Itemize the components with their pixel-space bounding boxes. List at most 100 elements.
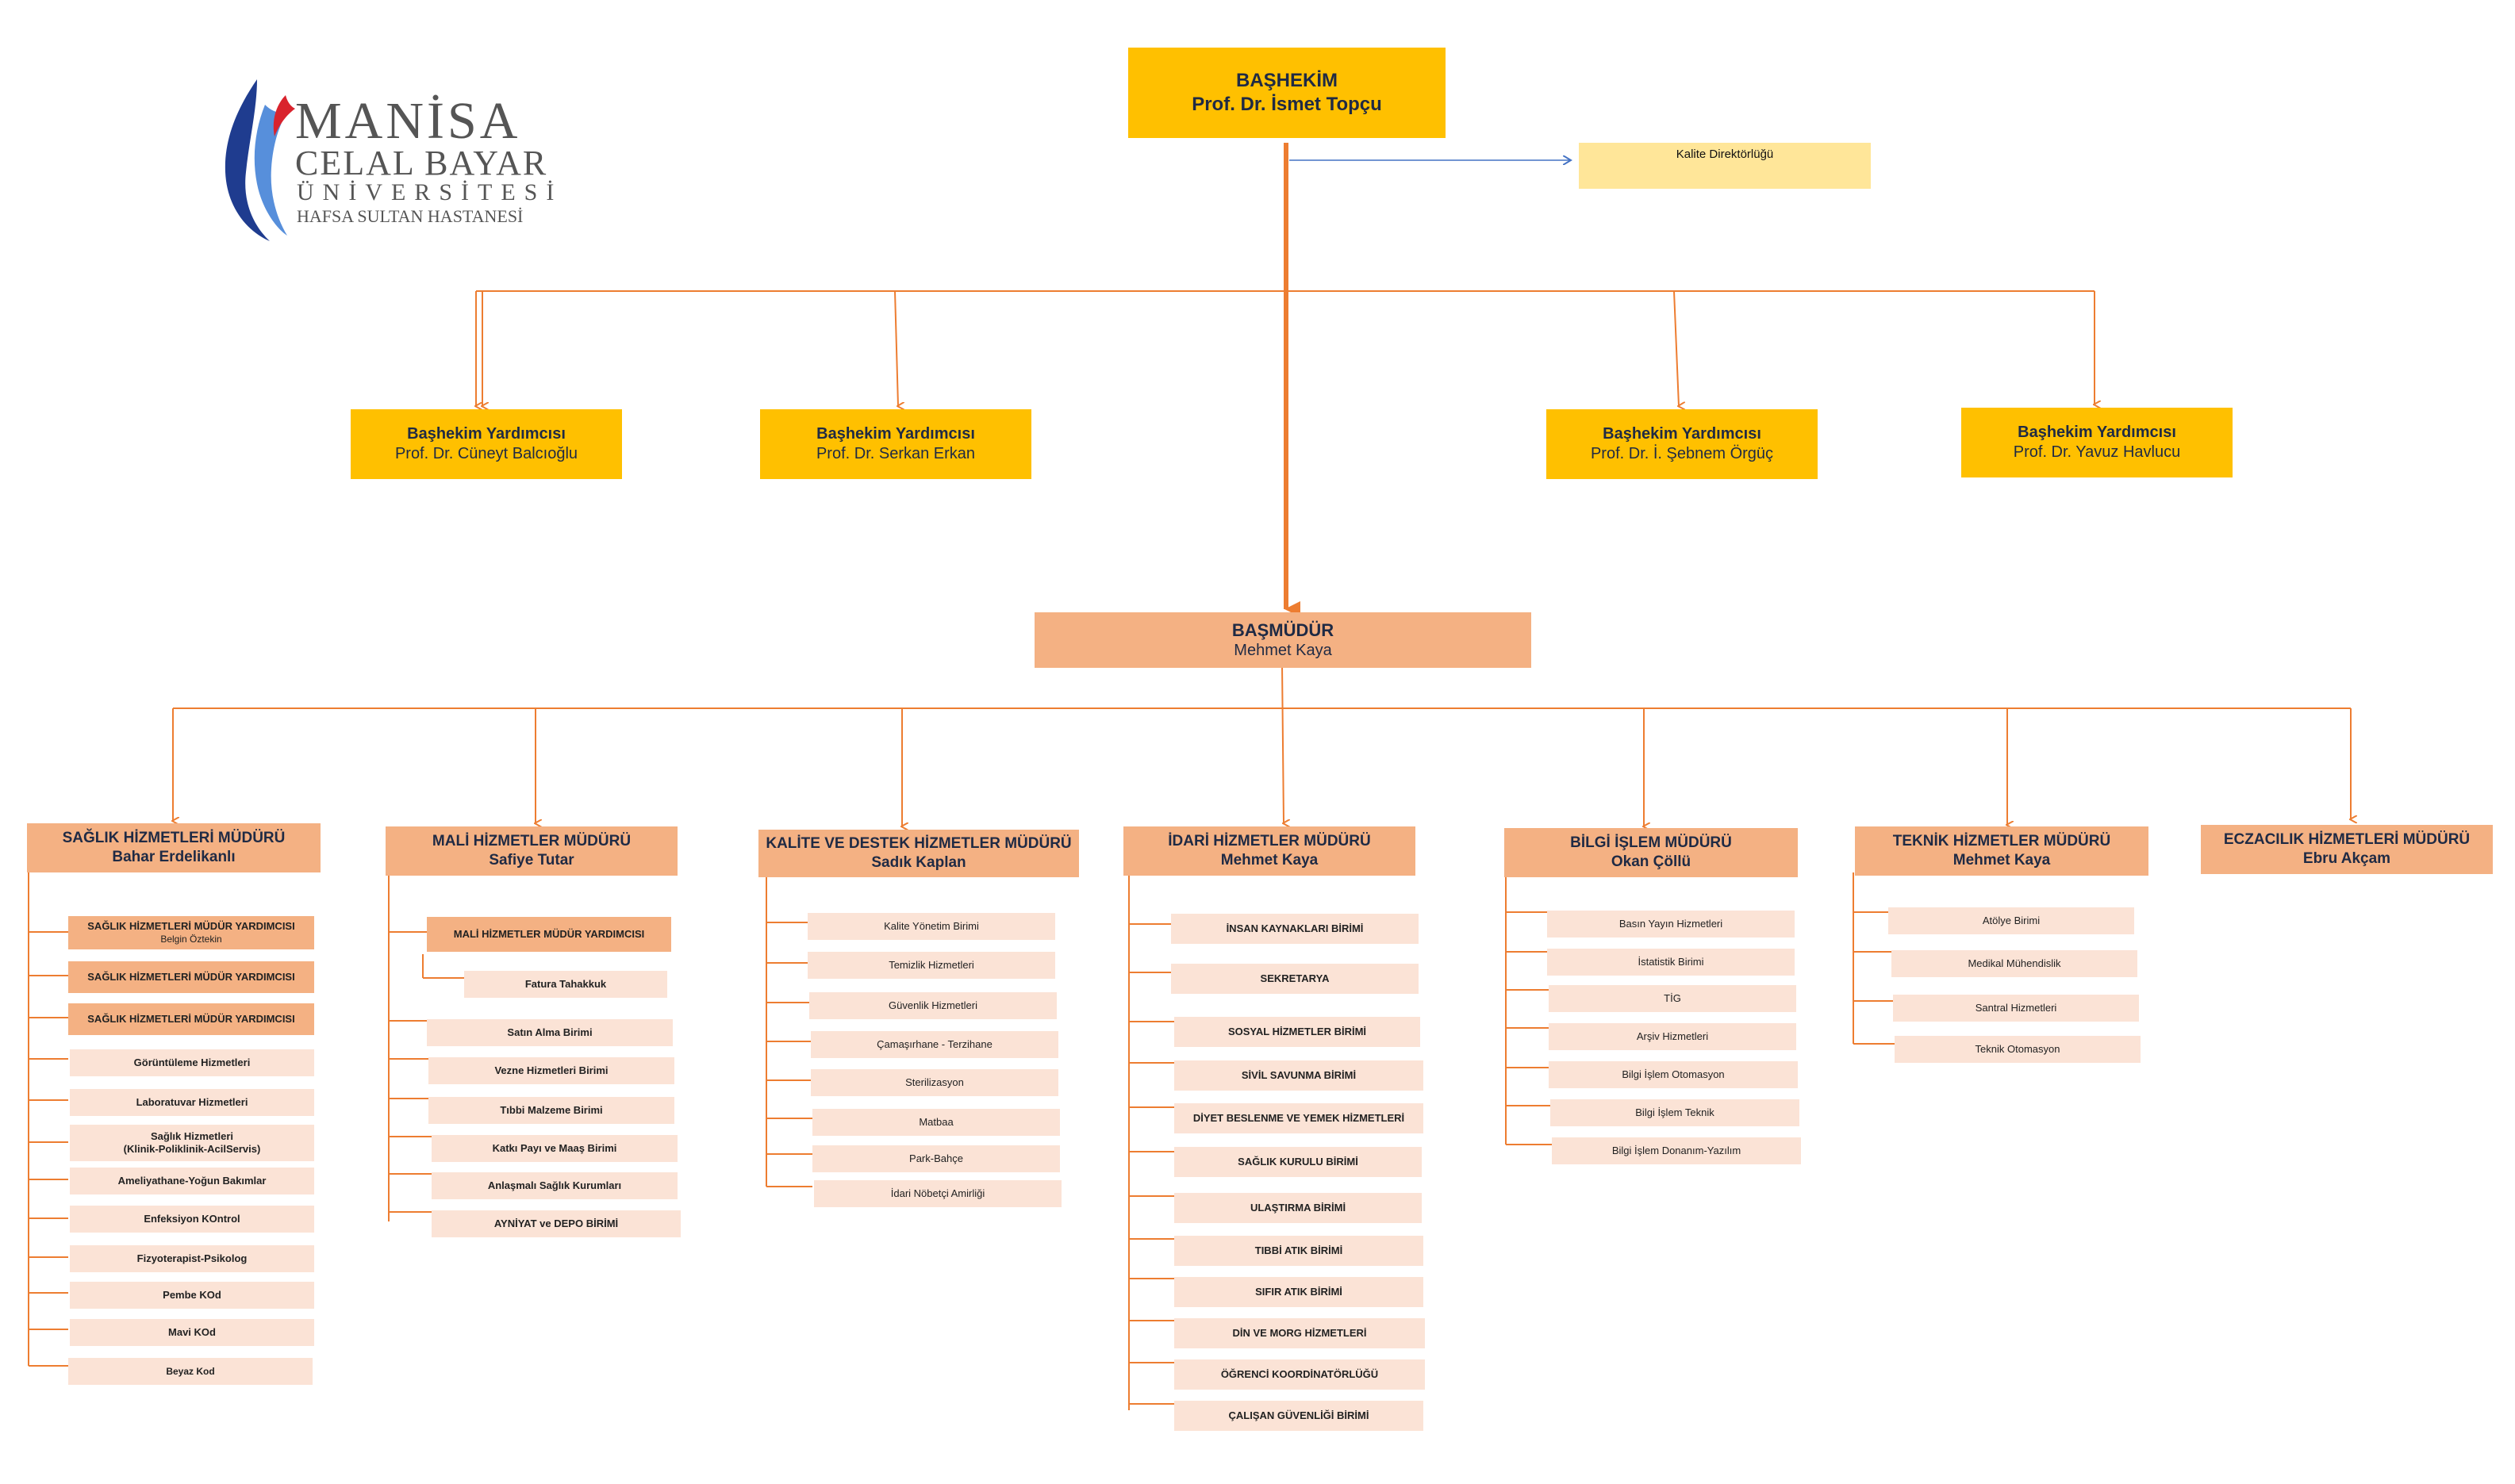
saglik-mudur-yardimcisi-2: SAĞLIK HİZMETLERİ MÜDÜR YARDIMCISI <box>68 961 314 993</box>
unit-label: Pembe KOd <box>163 1288 221 1301</box>
mudur-title: KALİTE VE DESTEK HİZMETLER MÜDÜRÜ <box>766 835 1072 853</box>
mudur-box-teknik: TEKNİK HİZMETLER MÜDÜRÜ Mehmet Kaya <box>1855 826 2148 876</box>
unit-box: Medikal Mühendislik <box>1891 950 2137 977</box>
basmudur-title: BAŞMÜDÜR <box>1231 619 1334 640</box>
unit-label: ULAŞTIRMA BİRİMİ <box>1250 1201 1346 1214</box>
unit-label: DİN VE MORG HİZMETLERİ <box>1232 1326 1367 1339</box>
unit-box: Güvenlik Hizmetleri <box>809 992 1057 1019</box>
unit-box: ÖĞRENCİ KOORDİNATÖRLÜĞÜ <box>1174 1359 1425 1390</box>
yardimci-label: SAĞLIK HİZMETLERİ MÜDÜR YARDIMCISI <box>87 1012 295 1025</box>
unit-label: Sterilizasyon <box>905 1076 964 1088</box>
mudur-name: Okan Çöllü <box>1611 853 1691 870</box>
unit-box: Mavi KOd <box>70 1319 314 1346</box>
mudur-name: Mehmet Kaya <box>1952 852 2051 869</box>
yardimci-box-1: Başhekim Yardımcısı Prof. Dr. Cüneyt Bal… <box>351 409 622 479</box>
unit-box: Anlaşmalı Sağlık Kurumları <box>432 1172 678 1199</box>
yardimci-name: Prof. Dr. İ. Şebnem Örgüç <box>1590 445 1774 462</box>
unit-label: İstatistik Birimi <box>1638 955 1704 968</box>
unit-label: ÇALIŞAN GÜVENLİĞİ BİRİMİ <box>1228 1409 1369 1421</box>
unit-box: Laboratuvar Hizmetleri <box>70 1089 314 1116</box>
bashekim-box: BAŞHEKİM Prof. Dr. İsmet Topçu <box>1128 48 1446 138</box>
mudur-box-eczacilik: ECZACILIK HİZMETLERİ MÜDÜRÜ Ebru Akçam <box>2201 825 2493 874</box>
unit-label: İdari Nöbetçi Amirliği <box>890 1187 985 1199</box>
mudur-box-mali: MALİ HİZMETLER MÜDÜRÜ Safiye Tutar <box>386 826 678 876</box>
unit-label: SEKRETARYA <box>1260 972 1330 984</box>
yardimci-title: Başhekim Yardımcısı <box>1603 425 1761 443</box>
unit-label: TİG <box>1664 991 1681 1004</box>
unit-box: SIFIR ATIK BİRİMİ <box>1174 1277 1423 1307</box>
mudur-title: TEKNİK HİZMETLER MÜDÜRÜ <box>1892 833 2111 850</box>
mudur-name: Ebru Akçam <box>2302 850 2391 867</box>
logo-line2: CELAL BAYAR <box>295 144 547 182</box>
unit-box: DİN VE MORG HİZMETLERİ <box>1174 1318 1425 1348</box>
unit-label: SİVİL SAVUNMA BİRİMİ <box>1241 1068 1357 1081</box>
unit-label: TIBBİ ATIK BİRİMİ <box>1254 1244 1343 1256</box>
unit-label: Bilgi İşlem Otomasyon <box>1622 1068 1725 1080</box>
unit-label: ÖĞRENCİ KOORDİNATÖRLÜĞÜ <box>1220 1367 1379 1380</box>
unit-label: Mavi KOd <box>168 1325 216 1338</box>
unit-box: Çamaşırhane - Terzihane <box>811 1031 1058 1058</box>
unit-box: Bilgi İşlem Donanım-Yazılım <box>1552 1137 1801 1164</box>
unit-box: Tıbbi Malzeme Birimi <box>428 1097 674 1124</box>
logo-line3: ÜNİVERSİTESİ <box>297 179 557 205</box>
mudur-title: MALİ HİZMETLER MÜDÜRÜ <box>432 833 632 850</box>
yardimci-title: Başhekim Yardımcısı <box>2018 424 2176 441</box>
unit-label: Anlaşmalı Sağlık Kurumları <box>487 1179 622 1191</box>
unit-box: Basın Yayın Hizmetleri <box>1547 911 1795 938</box>
unit-box: AYNİYAT ve DEPO BİRİMİ <box>432 1210 681 1237</box>
yardimci-box-3: Başhekim Yardımcısı Prof. Dr. İ. Şebnem … <box>1546 409 1818 479</box>
unit-box: İstatistik Birimi <box>1547 949 1795 976</box>
yardimci-title: Başhekim Yardımcısı <box>407 425 566 443</box>
unit-label: Teknik Otomasyon <box>1975 1042 2060 1055</box>
unit-box: Temizlik Hizmetleri <box>808 952 1055 979</box>
unit-box: TIBBİ ATIK BİRİMİ <box>1174 1236 1423 1266</box>
hospital-logo: MANİSA CELAL BAYAR ÜNİVERSİTESİ HAFSA SU… <box>225 79 557 241</box>
unit-box: SİVİL SAVUNMA BİRİMİ <box>1174 1060 1423 1091</box>
unit-box: Park-Bahçe <box>812 1145 1060 1172</box>
unit-label: SAĞLIK KURULU BİRİMİ <box>1238 1155 1358 1168</box>
kalite-direktorlugu-box: Kalite Direktörlüğü <box>1579 143 1871 189</box>
unit-box: TİG <box>1549 985 1796 1012</box>
unit-box: Teknik Otomasyon <box>1895 1036 2141 1063</box>
unit-box: Görüntüleme Hizmetleri <box>70 1049 314 1076</box>
unit-label: Bilgi İşlem Donanım-Yazılım <box>1611 1144 1741 1156</box>
unit-box: Kalite Yönetim Birimi <box>808 913 1055 940</box>
unit-label: Satın Alma Birimi <box>507 1026 593 1038</box>
mudur-title: İDARİ HİZMETLER MÜDÜRÜ <box>1168 833 1371 850</box>
basmudur-box: BAŞMÜDÜR Mehmet Kaya <box>1035 612 1531 668</box>
yardimci-name: Prof. Dr. Yavuz Havlucu <box>2013 443 2181 461</box>
unit-label: Çamaşırhane - Terzihane <box>877 1037 993 1050</box>
unit-box: Beyaz Kod <box>68 1358 313 1385</box>
unit-box: ÇALIŞAN GÜVENLİĞİ BİRİMİ <box>1174 1401 1423 1431</box>
unit-label: İNSAN KAYNAKLARI BİRİMİ <box>1226 922 1364 934</box>
unit-box: DİYET BESLENME VE YEMEK HİZMETLERİ <box>1174 1103 1423 1133</box>
unit-box: SOSYAL HİZMETLER BİRİMİ <box>1174 1017 1420 1047</box>
saglik-mudur-yardimcisi-1: SAĞLIK HİZMETLERİ MÜDÜR YARDIMCISI Belgi… <box>68 916 314 949</box>
yardimci-box-4: Başhekim Yardımcısı Prof. Dr. Yavuz Havl… <box>1961 408 2233 477</box>
unit-box: ULAŞTIRMA BİRİMİ <box>1174 1193 1422 1223</box>
yardimci-label: SAĞLIK HİZMETLERİ MÜDÜR YARDIMCISI <box>87 920 295 933</box>
kalite-direktorlugu-label: Kalite Direktörlüğü <box>1676 148 1774 161</box>
unit-label: Tıbbi Malzeme Birimi <box>500 1103 603 1116</box>
unit-label: Atölye Birimi <box>1982 914 2041 926</box>
unit-label: Fatura Tahakkuk <box>524 977 607 990</box>
unit-label: Vezne Hizmetleri Birimi <box>494 1064 609 1076</box>
unit-label: Görüntüleme Hizmetleri <box>133 1056 251 1068</box>
unit-label: DİYET BESLENME VE YEMEK HİZMETLERİ <box>1192 1111 1405 1124</box>
unit-label: Katkı Payı ve Maaş Birimi <box>492 1141 617 1154</box>
yardimci-box-2: Başhekim Yardımcısı Prof. Dr. Serkan Erk… <box>760 409 1031 479</box>
unit-box: SEKRETARYA <box>1171 964 1419 994</box>
unit-label: Arşiv Hizmetleri <box>1636 1030 1709 1042</box>
mali-mudur-yardimcisi: MALİ HİZMETLER MÜDÜR YARDIMCISI <box>427 917 671 952</box>
mudur-name: Bahar Erdelikanlı <box>112 849 236 865</box>
mudur-title: BİLGİ İŞLEM MÜDÜRÜ <box>1570 834 1732 852</box>
unit-label: Enfeksiyon KOntrol <box>144 1212 240 1225</box>
unit-box: Satın Alma Birimi <box>427 1019 673 1046</box>
unit-box: Bilgi İşlem Teknik <box>1550 1099 1799 1126</box>
unit-label: Fizyoterapist-Psikolog <box>136 1252 248 1264</box>
unit-box: Sterilizasyon <box>811 1069 1058 1096</box>
unit-box: Katkı Payı ve Maaş Birimi <box>432 1135 678 1162</box>
unit-box: Pembe KOd <box>70 1282 314 1309</box>
mudur-box-bilgi: BİLGİ İŞLEM MÜDÜRÜ Okan Çöllü <box>1504 828 1798 877</box>
unit-label: Santral Hizmetleri <box>1975 1001 2057 1014</box>
